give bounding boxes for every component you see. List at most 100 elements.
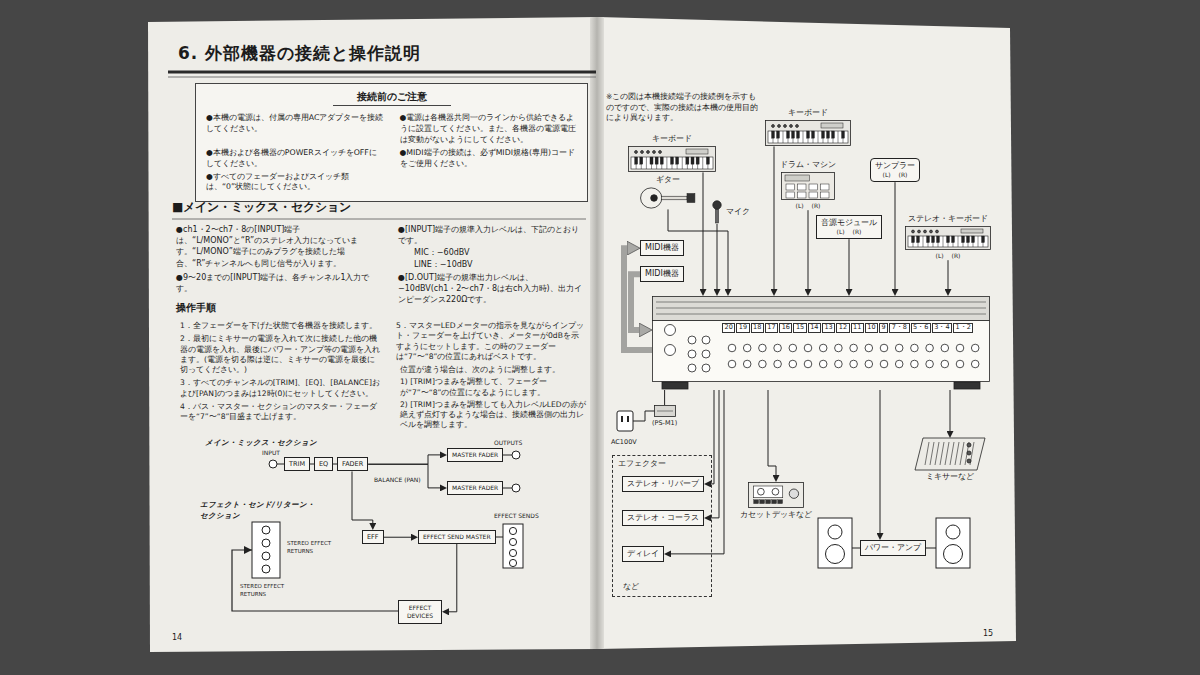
return-jack	[262, 565, 270, 573]
connector	[624, 248, 652, 350]
box-label: MASTER FADER	[452, 451, 498, 459]
deck-knob	[789, 489, 798, 498]
key-bed	[908, 236, 988, 247]
panel-knob	[912, 230, 915, 233]
connector	[664, 390, 665, 405]
black-key	[972, 236, 975, 243]
drum-machine-body	[782, 173, 835, 200]
black-key	[660, 157, 663, 164]
output-jack	[688, 364, 696, 372]
spec-note: ●[INPUT]端子の規準入力レベルは、下記のとおりです。	[398, 224, 586, 246]
connector	[631, 274, 640, 330]
black-key	[777, 131, 780, 138]
input-jack	[789, 344, 797, 352]
speaker-cone	[944, 545, 963, 564]
white-key	[646, 157, 647, 169]
fader-slot	[955, 442, 959, 465]
black-key	[792, 131, 795, 138]
white-key	[973, 236, 974, 247]
channel-label: (L)	[936, 252, 944, 260]
channel-number: 14	[808, 323, 821, 333]
input-jack	[895, 360, 903, 368]
input-jack	[971, 360, 979, 368]
sound-module-device: 音源モジュール(L)(R)	[816, 215, 882, 239]
return-jack	[262, 539, 270, 547]
connector	[948, 260, 949, 289]
drum-icon	[781, 172, 835, 200]
channel-number-row: 201918171615141312111097・85・63・41・2	[722, 323, 973, 333]
notice-text: ●本機の電源は、付属の専用ACアダプターを接続してください。	[206, 113, 384, 146]
drum-pad	[821, 184, 830, 190]
input-jack	[759, 344, 767, 352]
white-key	[823, 131, 824, 143]
box-label: MIDI機器	[645, 243, 679, 253]
input-jack	[941, 360, 949, 368]
white-key	[968, 236, 969, 247]
panel-knob	[790, 125, 793, 128]
keyboard-icon	[765, 120, 851, 146]
black-key	[912, 236, 915, 243]
box-label: ステレオ・リバーブ	[627, 479, 699, 489]
group-note: など	[623, 582, 639, 592]
input-jack	[941, 344, 949, 352]
spec-note: ●ch1・2〜ch7・8の[INPUT]端子は、“L/MONO”と“R”のステレ…	[176, 224, 381, 269]
return-jack-panel	[252, 522, 280, 578]
channel-label: (R)	[812, 202, 821, 210]
white-key	[788, 131, 789, 143]
panel-knob	[635, 151, 638, 154]
box-label: ステレオ・コーラス	[627, 513, 699, 523]
return-jack	[262, 552, 270, 560]
input-jack	[789, 360, 797, 368]
box-label: EFFECT DEVICES	[402, 604, 438, 620]
step-note: 1) [TRIM]つまみを調整して、フェーダーが“7”〜“8”の位置になるように…	[400, 377, 586, 398]
connector	[368, 455, 440, 464]
notice-text: ●すべてのフェーダーおよびスイッチ類は、“0”状態にしてください。	[206, 172, 384, 194]
device-label: キーボード	[788, 108, 828, 118]
panel-knob	[772, 125, 775, 128]
fader-block: FADER	[337, 457, 368, 471]
tape-reel	[772, 488, 779, 495]
midi-device-box: MIDI機器	[640, 240, 684, 256]
key-bed	[631, 157, 713, 169]
return-jack	[262, 526, 270, 534]
panel-knob	[784, 125, 787, 128]
jack-label: STEREO EFFECT RETURNS	[240, 583, 300, 598]
black-key	[952, 236, 955, 243]
black-key	[827, 131, 830, 138]
keyboard-device: キーボード	[628, 134, 716, 172]
outlet-slot	[621, 416, 623, 422]
black-key	[967, 236, 970, 243]
input-jack	[926, 344, 934, 352]
speaker	[936, 518, 970, 568]
ac-adapter: (PS-M1)	[652, 405, 677, 427]
drum-machine-device: ドラム・マシン(L)(R)	[780, 160, 836, 210]
midi-jack	[665, 325, 676, 336]
adapter-body	[654, 406, 675, 417]
cassette-window	[754, 486, 783, 498]
guitar-neck	[661, 197, 687, 201]
step: 5．マスターLEDメーターの指示を見ながらインプット・フェーダーを上げていき、メ…	[396, 321, 586, 362]
minimixer-icon	[915, 438, 985, 470]
channel-number: 20	[722, 323, 735, 333]
input-jack	[971, 344, 979, 352]
step-note: 位置が違う場合は、次のように調整します。	[400, 365, 586, 375]
input-jack	[895, 344, 903, 352]
black-key	[787, 131, 790, 138]
mixer-top	[653, 297, 990, 321]
box-label: EFF	[367, 533, 379, 541]
mixer-ridge	[656, 314, 986, 315]
mixer-unit: 201918171615141312111097・85・63・41・2	[652, 296, 990, 390]
input-jack	[865, 360, 873, 368]
channel-pair-row: (L)(R)	[875, 171, 915, 179]
notice-text: 接続前のご注意	[333, 90, 451, 106]
drum-display	[785, 175, 809, 181]
panel-display	[686, 149, 708, 154]
input-jack	[835, 344, 843, 352]
channel-label: (L)	[796, 202, 804, 210]
black-key	[947, 236, 950, 243]
channel-number: 1・2	[953, 323, 973, 333]
connector	[774, 146, 775, 289]
effect-unit-box: ステレオ・リバーブ	[622, 476, 704, 492]
